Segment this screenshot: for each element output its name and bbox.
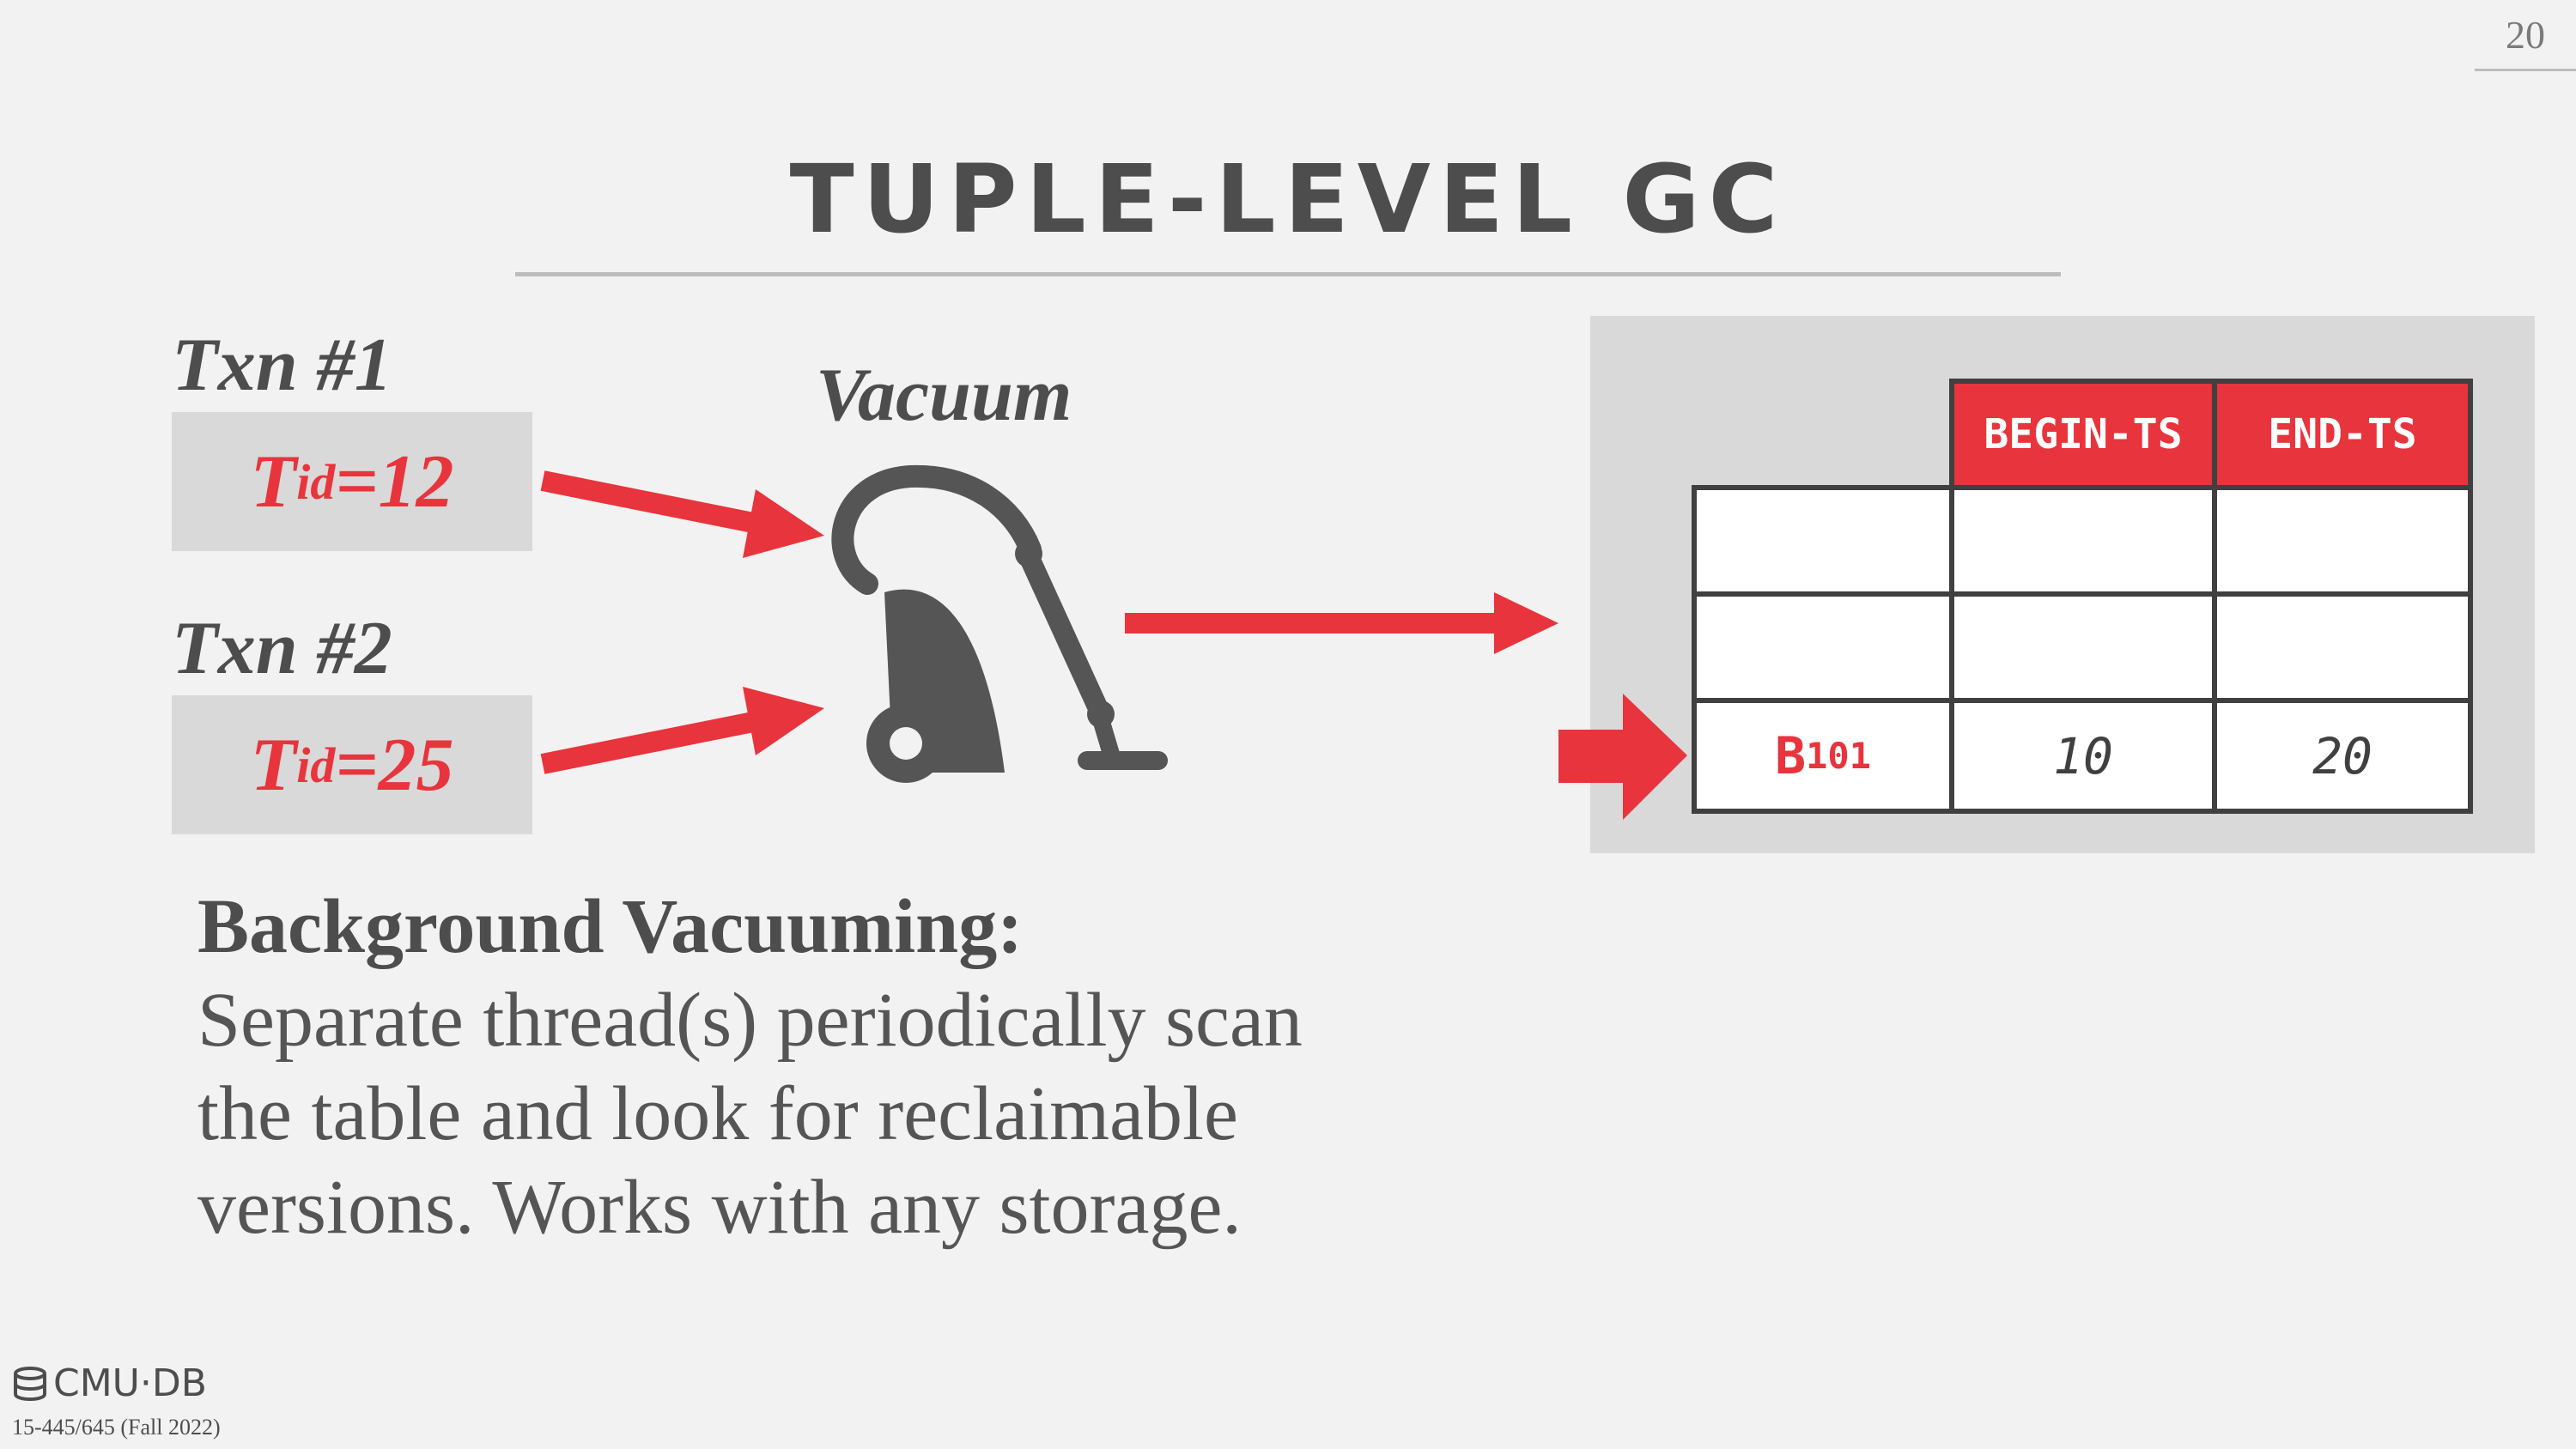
txn-1-tid-value: =12 <box>335 440 454 524</box>
txn-1-tid-base: T <box>250 440 297 524</box>
page-number: 20 <box>2506 13 2545 57</box>
txn-1-label: Txn #1 <box>172 324 392 407</box>
slide-title: TUPLE-LEVEL GC <box>789 144 1787 254</box>
txn-1-arrow <box>540 470 824 558</box>
row-2-key-cell <box>1692 591 1954 703</box>
begin-ts-header: BEGIN-TS <box>1949 379 2217 490</box>
txn-2-label: Txn #2 <box>172 607 392 690</box>
description-heading: Background Vacuuming: <box>197 884 1024 969</box>
course-label: 15-445/645 (Fall 2022) <box>12 1415 221 1440</box>
cmu-db-logo: CMU·DB <box>12 1361 207 1405</box>
logo-text: CMU·DB <box>53 1361 207 1405</box>
vacuum-to-table-arrow <box>1125 592 1558 654</box>
txn-2-tid-sub: id <box>296 737 336 793</box>
vacuum-cleaner-icon <box>831 464 1168 783</box>
txn-2-tid-value: =25 <box>335 723 454 807</box>
vacuum-label: Vacuum <box>816 354 1072 437</box>
row-3-key-sub: 101 <box>1806 735 1871 777</box>
row-3-key-base: B <box>1775 725 1807 786</box>
txn-2-tid-base: T <box>250 723 297 807</box>
txn-2-arrow <box>540 687 824 774</box>
page-number-rule <box>2475 69 2576 71</box>
description-body: Separate thread(s) periodically scan the… <box>197 978 1303 1250</box>
database-icon <box>14 1366 46 1401</box>
row-3-end-cell: 20 <box>2212 698 2473 814</box>
description: Background Vacuuming: Separate thread(s)… <box>197 880 1314 1254</box>
txn-1-tid-sub: id <box>296 453 336 510</box>
row-3-begin-cell: 10 <box>1949 698 2217 814</box>
title-rule <box>515 272 2061 276</box>
row-pointer-arrow <box>1558 694 1687 820</box>
